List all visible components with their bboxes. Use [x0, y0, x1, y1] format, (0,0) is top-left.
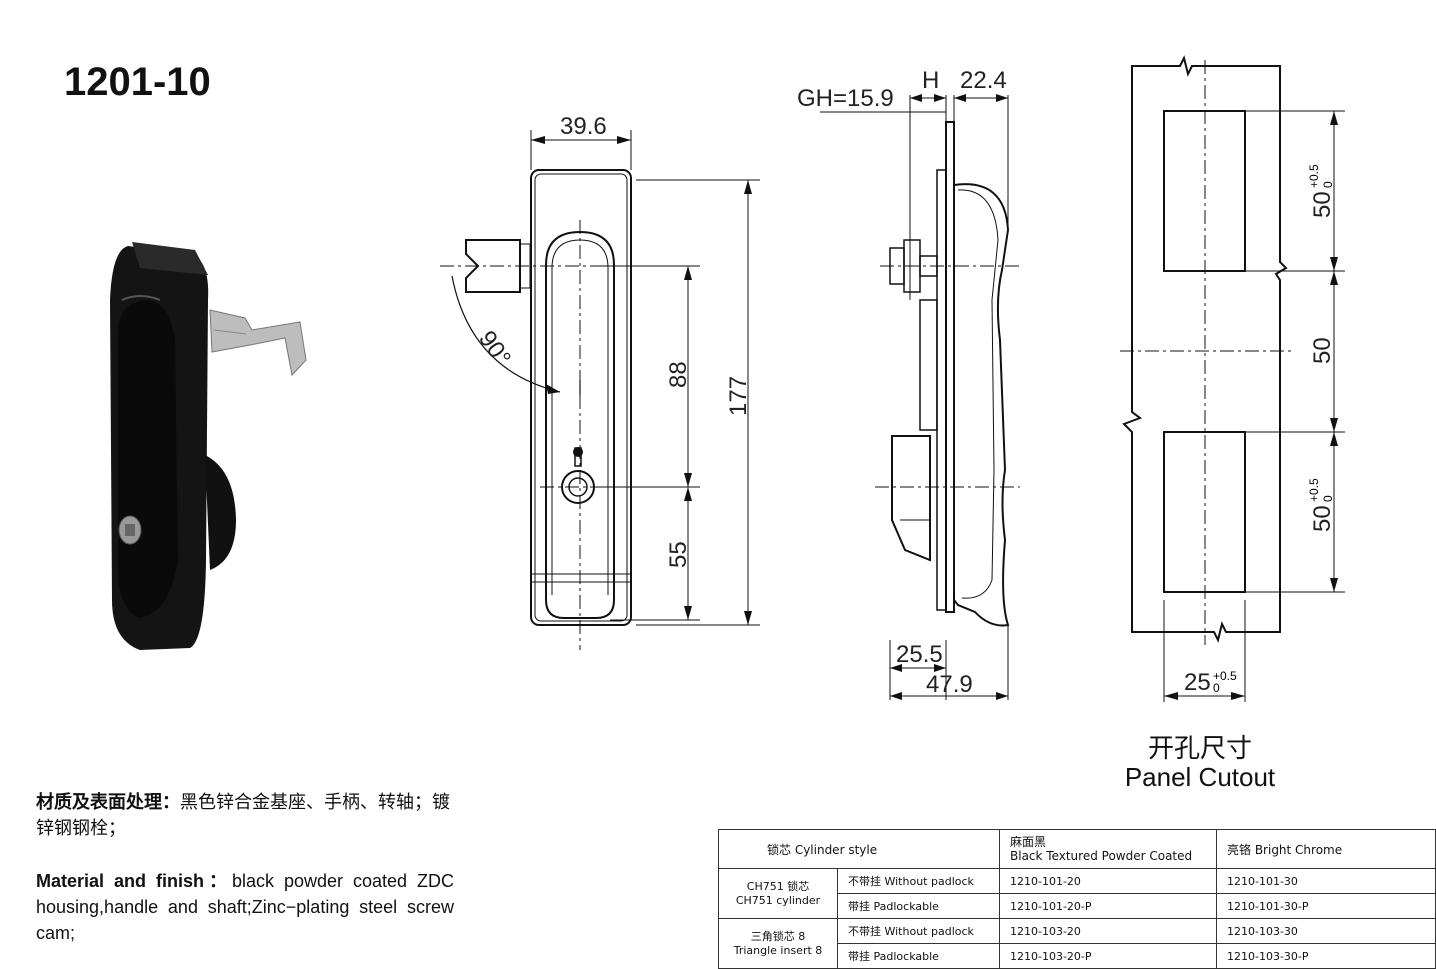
- tol-bot-zero: 0: [1321, 495, 1335, 502]
- dim-22-4: 22.4: [960, 67, 1007, 94]
- black-part-cell: 1210-101-20: [999, 868, 1217, 894]
- chrome-part-cell: 1210-101-30-P: [1216, 893, 1436, 919]
- option-cell: 带挂 Padlockable: [837, 893, 1000, 919]
- header-chrome: 亮铬 Bright Chrome: [1216, 829, 1436, 869]
- cylinder-triangle: 三角锁芯 8 Triangle insert 8: [718, 918, 838, 969]
- cutout-label-en: Panel Cutout: [1124, 762, 1276, 792]
- dim-88: 88: [665, 361, 692, 388]
- product-title: 1201-10: [64, 60, 211, 104]
- side-view: [875, 121, 1020, 627]
- cylinder-triangle-cn: 三角锁芯 8: [750, 929, 806, 943]
- dim-177: 177: [725, 376, 752, 416]
- dim-cut-width: 25: [1184, 669, 1211, 696]
- panel-cutout-drawing: [1120, 55, 1295, 645]
- header-cylinder-style: 锁芯 Cylinder style: [718, 829, 1000, 869]
- cylinder-ch751-en: CH751 cylinder: [735, 893, 821, 907]
- chrome-part-cell: 1210-103-30-P: [1216, 943, 1436, 969]
- chrome-part-cell: 1210-101-30: [1216, 868, 1436, 894]
- front-view: [440, 169, 640, 650]
- table-row: CH751 锁芯 CH751 cylinder 不带挂 Without padl…: [718, 868, 1436, 919]
- dim-cut-50-mid: 50: [1309, 337, 1336, 364]
- dim-gh: GH=15.9: [797, 85, 894, 112]
- table-row: 带挂 Padlockable 1210-101-20-P 1210-101-30…: [719, 893, 1436, 919]
- black-part-cell: 1210-103-20: [999, 918, 1217, 944]
- tol-top-zero: 0: [1321, 181, 1335, 188]
- chrome-part-cell: 1210-103-30: [1216, 918, 1436, 944]
- option-cell: 不带挂 Without padlock: [837, 918, 1000, 944]
- table-header-row: 锁芯 Cylinder style 麻面黑 Black Textured Pow…: [718, 829, 1436, 869]
- table-row: 三角锁芯 8 Triangle insert 8 不带挂 Without pad…: [718, 918, 1436, 969]
- option-cell: 带挂 Padlockable: [837, 943, 1000, 969]
- dim-25-5: 25.5: [896, 641, 943, 668]
- cutout-label-cn: 开孔尺寸: [1147, 734, 1252, 764]
- option-cell: 不带挂 Without padlock: [837, 868, 1000, 894]
- material-description-cn: 材质及表面处理：黑色锌合金基座、手柄、转轴；镀锌钢钢栓；: [36, 790, 456, 842]
- cylinder-ch751: CH751 锁芯 CH751 cylinder: [718, 868, 838, 919]
- dim-angle: 90°: [473, 326, 516, 371]
- cylinder-triangle-en: Triangle insert 8: [733, 943, 823, 957]
- dim-h: H: [922, 67, 939, 94]
- dim-cut-50-bot: 50: [1309, 505, 1336, 532]
- black-part-cell: 1210-101-20-P: [999, 893, 1217, 919]
- material-description-en: Material and finish：black powder coated …: [36, 868, 454, 946]
- cylinder-ch751-cn: CH751 锁芯: [746, 879, 810, 893]
- header-black: 麻面黑 Black Textured Powder Coated: [999, 829, 1217, 869]
- black-part-cell: 1210-103-20-P: [999, 943, 1217, 969]
- material-label-en: Material and finish：: [36, 871, 232, 891]
- dim-55: 55: [665, 541, 692, 568]
- tol-top: +0.5: [1307, 164, 1321, 188]
- tol-width: +0.5: [1213, 669, 1237, 683]
- material-label-cn: 材质及表面处理：: [36, 792, 180, 813]
- tol-width-zero: 0: [1213, 681, 1220, 695]
- product-photo: [110, 242, 307, 650]
- material-text-cn: 黑色锌合金基座、手柄、转轴；镀锌钢钢栓；: [36, 792, 450, 839]
- material-text-en: black powder coated ZDC housing,handle a…: [36, 871, 454, 943]
- dim-front-width: 39.6: [560, 113, 607, 140]
- dim-47-9: 47.9: [926, 671, 973, 698]
- part-number-table: 锁芯 Cylinder style 麻面黑 Black Textured Pow…: [718, 829, 1436, 969]
- dim-cut-50-top: 50: [1309, 191, 1336, 218]
- tol-bot: +0.5: [1307, 478, 1321, 502]
